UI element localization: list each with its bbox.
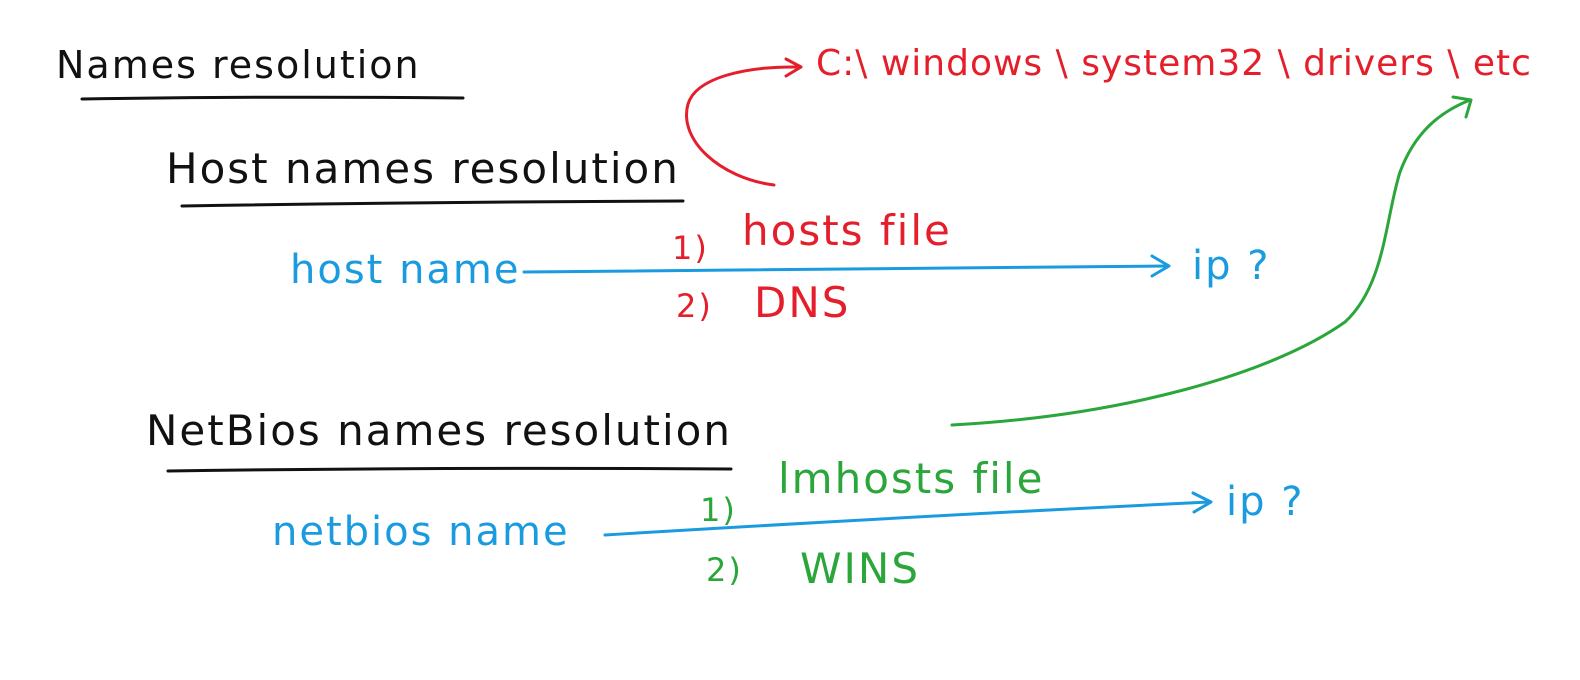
host-step-2-label: DNS [754, 278, 851, 327]
host-resolution-arrow [522, 254, 1171, 278]
lmhosts-location-arrow [950, 95, 1473, 427]
host-source-label: host name [290, 247, 521, 293]
netbios-step-1-label: lmhosts file [778, 454, 1045, 503]
netbios-step-2-number: 2) [706, 551, 743, 589]
netbios-target-label: ip ? [1226, 479, 1305, 525]
netbios-step-2-label: WINS [800, 544, 920, 593]
netbios-resolution-arrow [603, 491, 1213, 537]
netbios-section-title: NetBios names resolution [146, 406, 732, 455]
netbios-step-1-number: 1) [700, 491, 737, 529]
netbios-source-label: netbios name [272, 509, 570, 555]
host-step-1-label: hosts file [742, 206, 952, 255]
host-step-2-number: 2) [676, 287, 713, 325]
host-step-1-number: 1) [672, 229, 709, 267]
hosts-location-arrow [685, 57, 803, 187]
host-section-title: Host names resolution [166, 144, 680, 193]
netbios-title-underline [166, 466, 733, 473]
page-heading: Names resolution [56, 43, 421, 87]
hosts-file-path: C:\ windows \ system32 \ drivers \ etc [816, 43, 1532, 84]
heading-underline [80, 95, 465, 101]
host-target-label: ip ? [1192, 243, 1271, 289]
host-title-underline [180, 199, 685, 208]
